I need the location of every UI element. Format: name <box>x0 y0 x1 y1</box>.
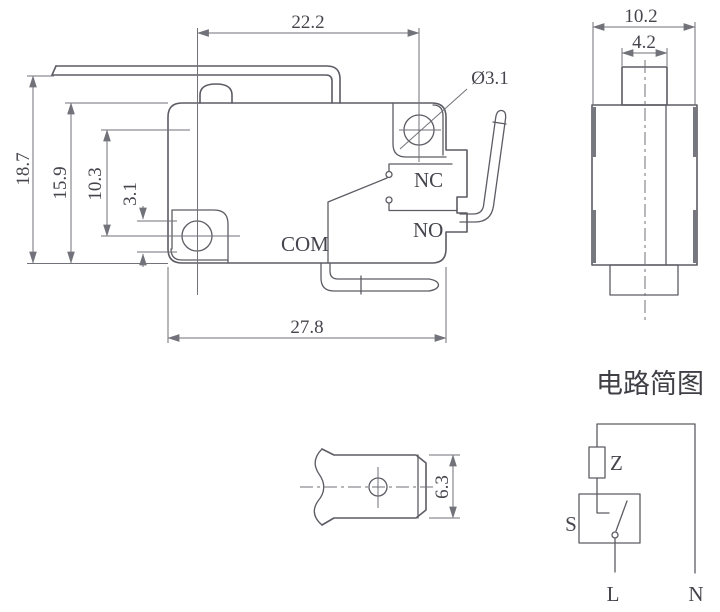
impedance-label: Z <box>610 451 623 475</box>
switch-label: S <box>565 512 577 536</box>
side-bottom-terminal <box>609 264 679 296</box>
side-view: 10.2 4.2 <box>591 6 698 320</box>
circuit-diagram: 电路简图 Z S L N <box>565 369 704 606</box>
com-label: COM <box>281 232 329 256</box>
dim-width-body: 27.8 <box>290 317 323 338</box>
line-label: L <box>607 582 620 606</box>
side-view-dimensions: 10.2 4.2 <box>592 6 696 105</box>
terminal-break-line <box>313 448 325 526</box>
dim-side-width: 10.2 <box>624 6 657 27</box>
dim-button-width: 4.2 <box>632 32 656 53</box>
terminal-dimensions: 6.3 <box>429 454 460 519</box>
circuit-title: 电路简图 <box>596 369 704 400</box>
neutral-label: N <box>688 582 703 606</box>
dim-height-body: 15.9 <box>50 166 71 199</box>
circuit-wires <box>596 423 696 574</box>
dim-lever-span: 22.2 <box>291 12 324 33</box>
switch-body-outline <box>167 102 468 264</box>
switch-symbol <box>596 493 628 573</box>
impedance-symbol <box>588 446 606 479</box>
main-view-dimensions: 22.2 Ø3.1 18.7 15.9 10.3 3.1 <box>13 12 509 343</box>
terminal-detail-view: 6.3 <box>300 448 460 526</box>
dim-hole-diameter: 3.1 <box>120 182 141 206</box>
right-terminal-blade <box>459 109 507 223</box>
nc-label: NC <box>414 168 443 192</box>
nc-contact-point <box>385 170 393 179</box>
dim-height-total: 18.7 <box>13 152 34 185</box>
bottom-terminal-blade <box>320 262 440 295</box>
push-button <box>199 83 233 104</box>
internal-contact-diagram: NC NO COM <box>281 163 458 264</box>
no-contact-point <box>385 196 393 204</box>
dim-hole-offset-vertical: 10.3 <box>85 167 106 200</box>
common-moving-arm <box>327 177 388 264</box>
main-view: NC NO COM 22.2 Ø3.1 <box>13 12 509 343</box>
switch-box <box>578 493 641 544</box>
switch-contact-point <box>611 531 619 539</box>
no-label: NO <box>413 218 443 242</box>
dim-hole-diameter-label: Ø3.1 <box>471 68 508 89</box>
lever-arm <box>51 65 341 104</box>
dim-tab-width: 6.3 <box>432 475 453 499</box>
